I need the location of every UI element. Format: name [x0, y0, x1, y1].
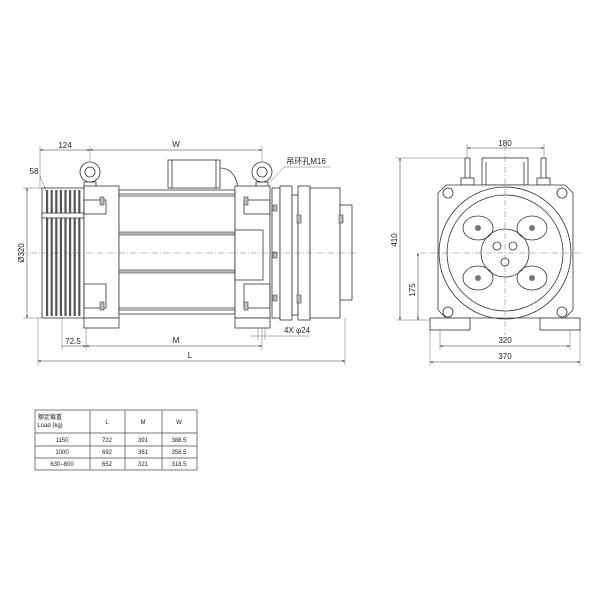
lifting-ring-left: [79, 161, 101, 189]
cell-m: 391: [138, 438, 149, 444]
dim-320: 320: [498, 336, 512, 345]
dimension-table: 额定载重 Load (kg) L M W 1150 722 391 388.5 …: [34, 409, 198, 471]
dim-410: 410: [390, 233, 399, 247]
slot-bolt: [475, 275, 481, 281]
cell-l: 722: [102, 438, 113, 444]
bolt-hole: [556, 187, 568, 199]
slot-bolt: [475, 225, 481, 231]
dim-175: 175: [408, 283, 417, 297]
foot-holes-label: 4X φ24: [284, 326, 311, 335]
motor-body: [83, 185, 271, 319]
cell-load: 630–800: [50, 462, 74, 468]
foot-right-front: [539, 317, 581, 331]
foot-right: [234, 317, 271, 329]
sheave-groove: [50, 190, 53, 316]
dim-diameter: Ø320: [17, 243, 26, 263]
hub-hole: [492, 241, 502, 251]
dim-370: 370: [498, 352, 512, 361]
bolt-hole: [556, 306, 568, 318]
dimensions-side: 124 W 58 Ø320 吊环孔M16 4X φ24 72.5 M L: [17, 140, 346, 365]
header-l: L: [105, 420, 109, 426]
sheave-groove: [69, 190, 72, 316]
table-row: 630–800 652 321 318.5: [50, 462, 187, 468]
cell-load: 1000: [55, 450, 69, 456]
dim-m: M: [173, 336, 180, 345]
lifting-ring-right: [251, 161, 273, 189]
cell-w: 318.5: [171, 462, 187, 468]
sheave-groove: [73, 190, 76, 316]
foot-left: [83, 317, 120, 329]
dim-72-5: 72.5: [65, 337, 81, 346]
bolt-hole: [442, 306, 454, 318]
dimensions-front: 180 410 175 320 370: [390, 139, 581, 366]
header-load-en: Load (kg): [37, 423, 62, 429]
cell-l: 652: [102, 462, 113, 468]
dim-124: 124: [58, 141, 72, 150]
slot-bolt: [529, 275, 535, 281]
junction-box: [167, 159, 239, 189]
sheave-groove: [59, 190, 62, 316]
dim-l: L: [188, 351, 193, 360]
cell-m: 321: [138, 462, 149, 468]
window-slot: [462, 215, 494, 241]
dim-58: 58: [30, 167, 39, 176]
foot-left-front: [429, 317, 471, 331]
window-slot: [462, 265, 494, 291]
cell-l: 692: [102, 450, 113, 456]
slot-bolt: [529, 225, 535, 231]
header-w: W: [176, 420, 182, 426]
side-view: 124 W 58 Ø320 吊环孔M16 4X φ24 72.5 M L: [17, 140, 358, 365]
window-slot: [516, 215, 548, 241]
front-view: 180 410 175 320 370: [390, 139, 585, 366]
cell-w: 388.5: [171, 438, 187, 444]
cell-m: 361: [138, 450, 149, 456]
cell-load: 1150: [56, 438, 70, 444]
bolt-hole: [442, 187, 454, 199]
header-m: M: [141, 420, 146, 426]
table-row: 1000 692 361 358.5: [55, 450, 187, 456]
dim-180: 180: [498, 139, 512, 148]
lifting-hole-label: 吊环孔M16: [286, 157, 326, 166]
hub-hole: [508, 241, 518, 251]
header-load-cn: 额定载重: [38, 413, 62, 421]
dim-w: W: [172, 140, 180, 149]
window-slot: [516, 265, 548, 291]
cell-w: 358.5: [171, 450, 187, 456]
table-row: 1150 722 391 388.5: [56, 438, 188, 444]
